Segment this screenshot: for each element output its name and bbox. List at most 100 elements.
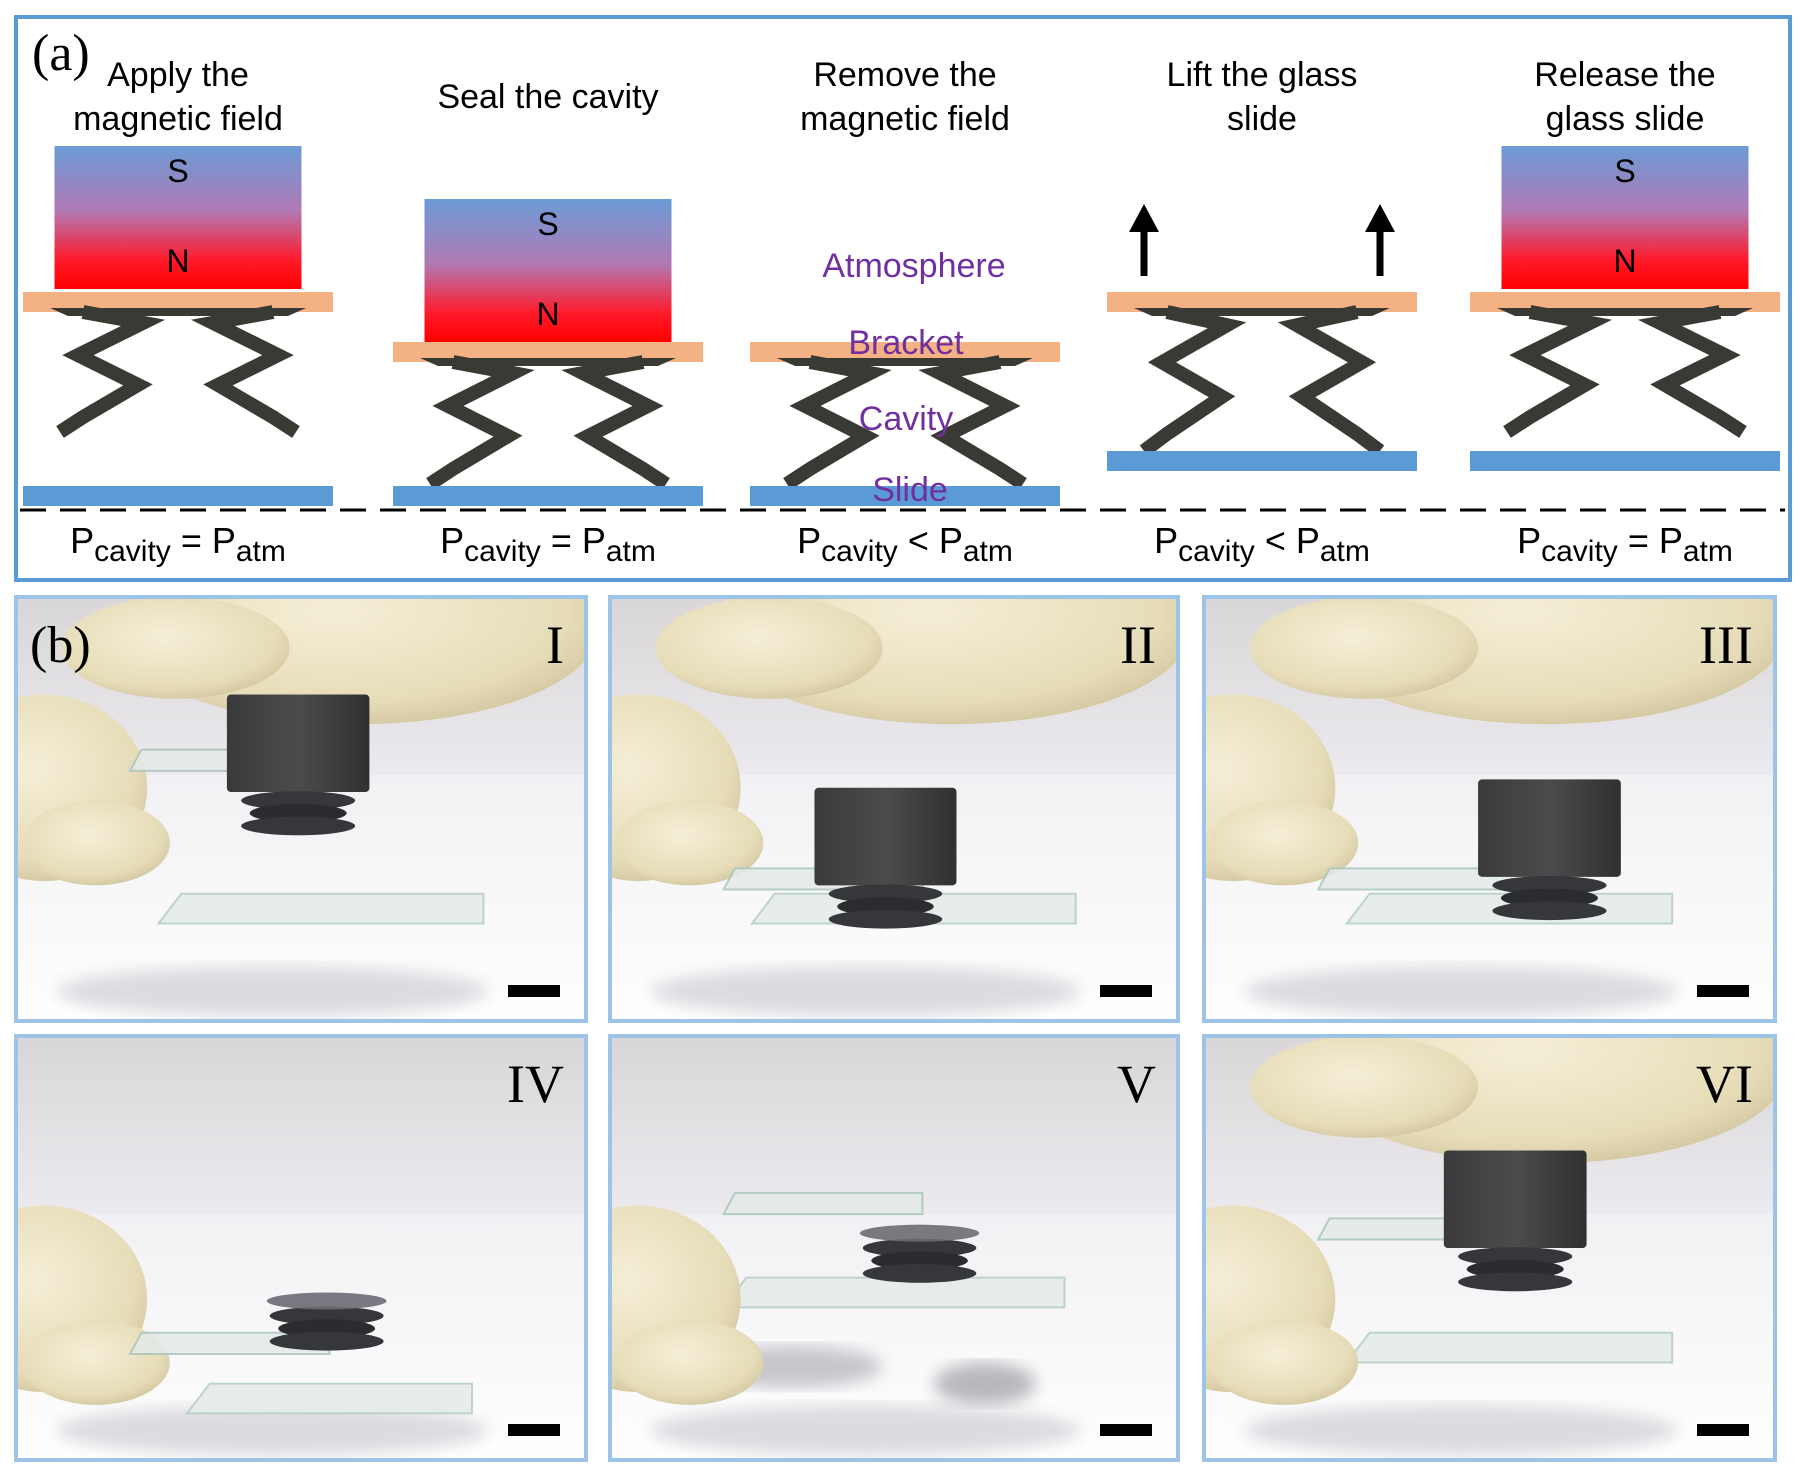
pressure-sub1: cavity xyxy=(821,535,898,568)
magnet-block xyxy=(54,146,302,289)
glove-fingertip xyxy=(615,800,764,886)
magnet-north-label: N xyxy=(166,243,189,279)
bracket-label: Bracket xyxy=(848,324,964,362)
step-title: Seal the cavity xyxy=(437,78,658,116)
panel-a-label: (a) xyxy=(32,25,90,82)
glove-fingertip xyxy=(21,1320,170,1405)
pressure-sub2: atm xyxy=(236,535,286,568)
table-shadow xyxy=(1243,965,1678,1017)
photo-frame xyxy=(1202,595,1777,1023)
pressure-sub2: atm xyxy=(1320,535,1370,568)
magnet-block xyxy=(1501,146,1749,289)
slide-label: Slide xyxy=(872,471,948,509)
bracket-bar xyxy=(1107,292,1417,312)
table-shadow xyxy=(1243,1404,1678,1456)
photo-content xyxy=(16,1036,586,1460)
bellows-ring-0 xyxy=(1458,1247,1573,1266)
bellows-wall-left-1 xyxy=(426,355,535,490)
step-title-line2: slide xyxy=(1227,100,1297,138)
pressure-p2: P xyxy=(939,520,963,561)
glove-fingertip xyxy=(21,800,170,886)
glass-slide-bar xyxy=(1107,451,1417,471)
bellows-wall-left-4 xyxy=(1503,305,1613,438)
pressure-op: < xyxy=(898,520,939,561)
lower-glass-slide xyxy=(721,1276,1066,1309)
scale-bar xyxy=(508,985,560,997)
photo-label: V xyxy=(1117,1054,1156,1114)
step-title-line1: Lift the glass xyxy=(1167,56,1358,94)
atmosphere-label: Atmosphere xyxy=(822,247,1005,285)
photo-frame xyxy=(608,1034,1180,1462)
photo-label: III xyxy=(1699,615,1753,675)
bellows-ring-0 xyxy=(862,1238,977,1258)
step-title-line1: Release the xyxy=(1534,56,1715,94)
cavity-label: Cavity xyxy=(859,400,953,438)
lift-arrow-head-0 xyxy=(1129,204,1159,232)
glass-slide-bar xyxy=(23,486,333,506)
bracket-bar xyxy=(750,342,1060,362)
bellows-ring-2 xyxy=(862,1264,977,1283)
bellows-ring-2 xyxy=(1458,1272,1573,1292)
lower-glass-slide xyxy=(156,892,485,925)
bellows-wall-right-4 xyxy=(1637,305,1747,438)
pressure-relation: Pcavity = Patm xyxy=(440,520,656,568)
magnet-block-photo xyxy=(226,694,370,793)
scale-bar xyxy=(1100,1424,1152,1436)
pressure-p1: P xyxy=(1154,520,1178,561)
glove-fingertip xyxy=(1209,1320,1359,1405)
bellows-top-disc xyxy=(266,1292,387,1310)
pressure-p2: P xyxy=(582,520,606,561)
pressure-p1: P xyxy=(797,520,821,561)
photo-label: II xyxy=(1120,615,1156,675)
pressure-relation: Pcavity < Patm xyxy=(1154,520,1370,568)
scale-bar xyxy=(508,1424,560,1436)
table-shadow xyxy=(649,965,1082,1017)
bellows-ring-0 xyxy=(269,1306,384,1326)
pressure-p1: P xyxy=(440,520,464,561)
step-title-line2: glass slide xyxy=(1546,100,1705,138)
photo-content xyxy=(1204,1036,1775,1460)
photo-2: II xyxy=(608,595,1180,1023)
pressure-p1: P xyxy=(70,520,94,561)
glove-knuckle xyxy=(61,597,290,699)
bellows-wall-right-0 xyxy=(190,305,300,438)
photo-1: I xyxy=(14,595,588,1023)
bellows-ring-2 xyxy=(241,816,356,836)
bellows-wall-left-3 xyxy=(1139,305,1247,457)
bellows-ring-2 xyxy=(269,1331,384,1351)
bellows-wall-right-1 xyxy=(561,355,670,490)
magnet-south-label: S xyxy=(537,206,558,242)
glass-slide-bar xyxy=(750,486,1060,506)
photo-content xyxy=(610,597,1178,1021)
magnet-block-photo xyxy=(814,787,957,886)
scale-bar xyxy=(1100,985,1152,997)
pressure-sub1: cavity xyxy=(464,535,541,568)
upper-glass-slide xyxy=(721,1191,924,1216)
pressure-op: = xyxy=(1618,520,1659,561)
lower-glass-slide xyxy=(1344,1331,1674,1364)
magnet-south-label: S xyxy=(1614,153,1635,189)
pressure-sub1: cavity xyxy=(1541,535,1618,568)
bellows-ring-2 xyxy=(1492,901,1607,921)
glove-fingertip xyxy=(615,1320,764,1405)
magnet-block xyxy=(424,199,672,342)
bellows-wall-right-2 xyxy=(918,355,1027,490)
pressure-p2: P xyxy=(1296,520,1320,561)
pressure-sub2: atm xyxy=(1683,535,1733,568)
magnet-north-label: N xyxy=(1613,243,1636,279)
panel-b-label: (b) xyxy=(30,617,91,674)
photo-4: IV xyxy=(14,1034,588,1462)
photo-wall xyxy=(610,1036,1178,1215)
scale-bar xyxy=(1697,985,1749,997)
pressure-op: < xyxy=(1255,520,1296,561)
photo-content xyxy=(1204,597,1775,1021)
bellows-top-disc xyxy=(859,1224,980,1242)
photo-6: VI xyxy=(1202,1034,1777,1462)
step-title-line2: magnetic field xyxy=(800,100,1010,138)
glove-fingertip xyxy=(1209,800,1359,886)
